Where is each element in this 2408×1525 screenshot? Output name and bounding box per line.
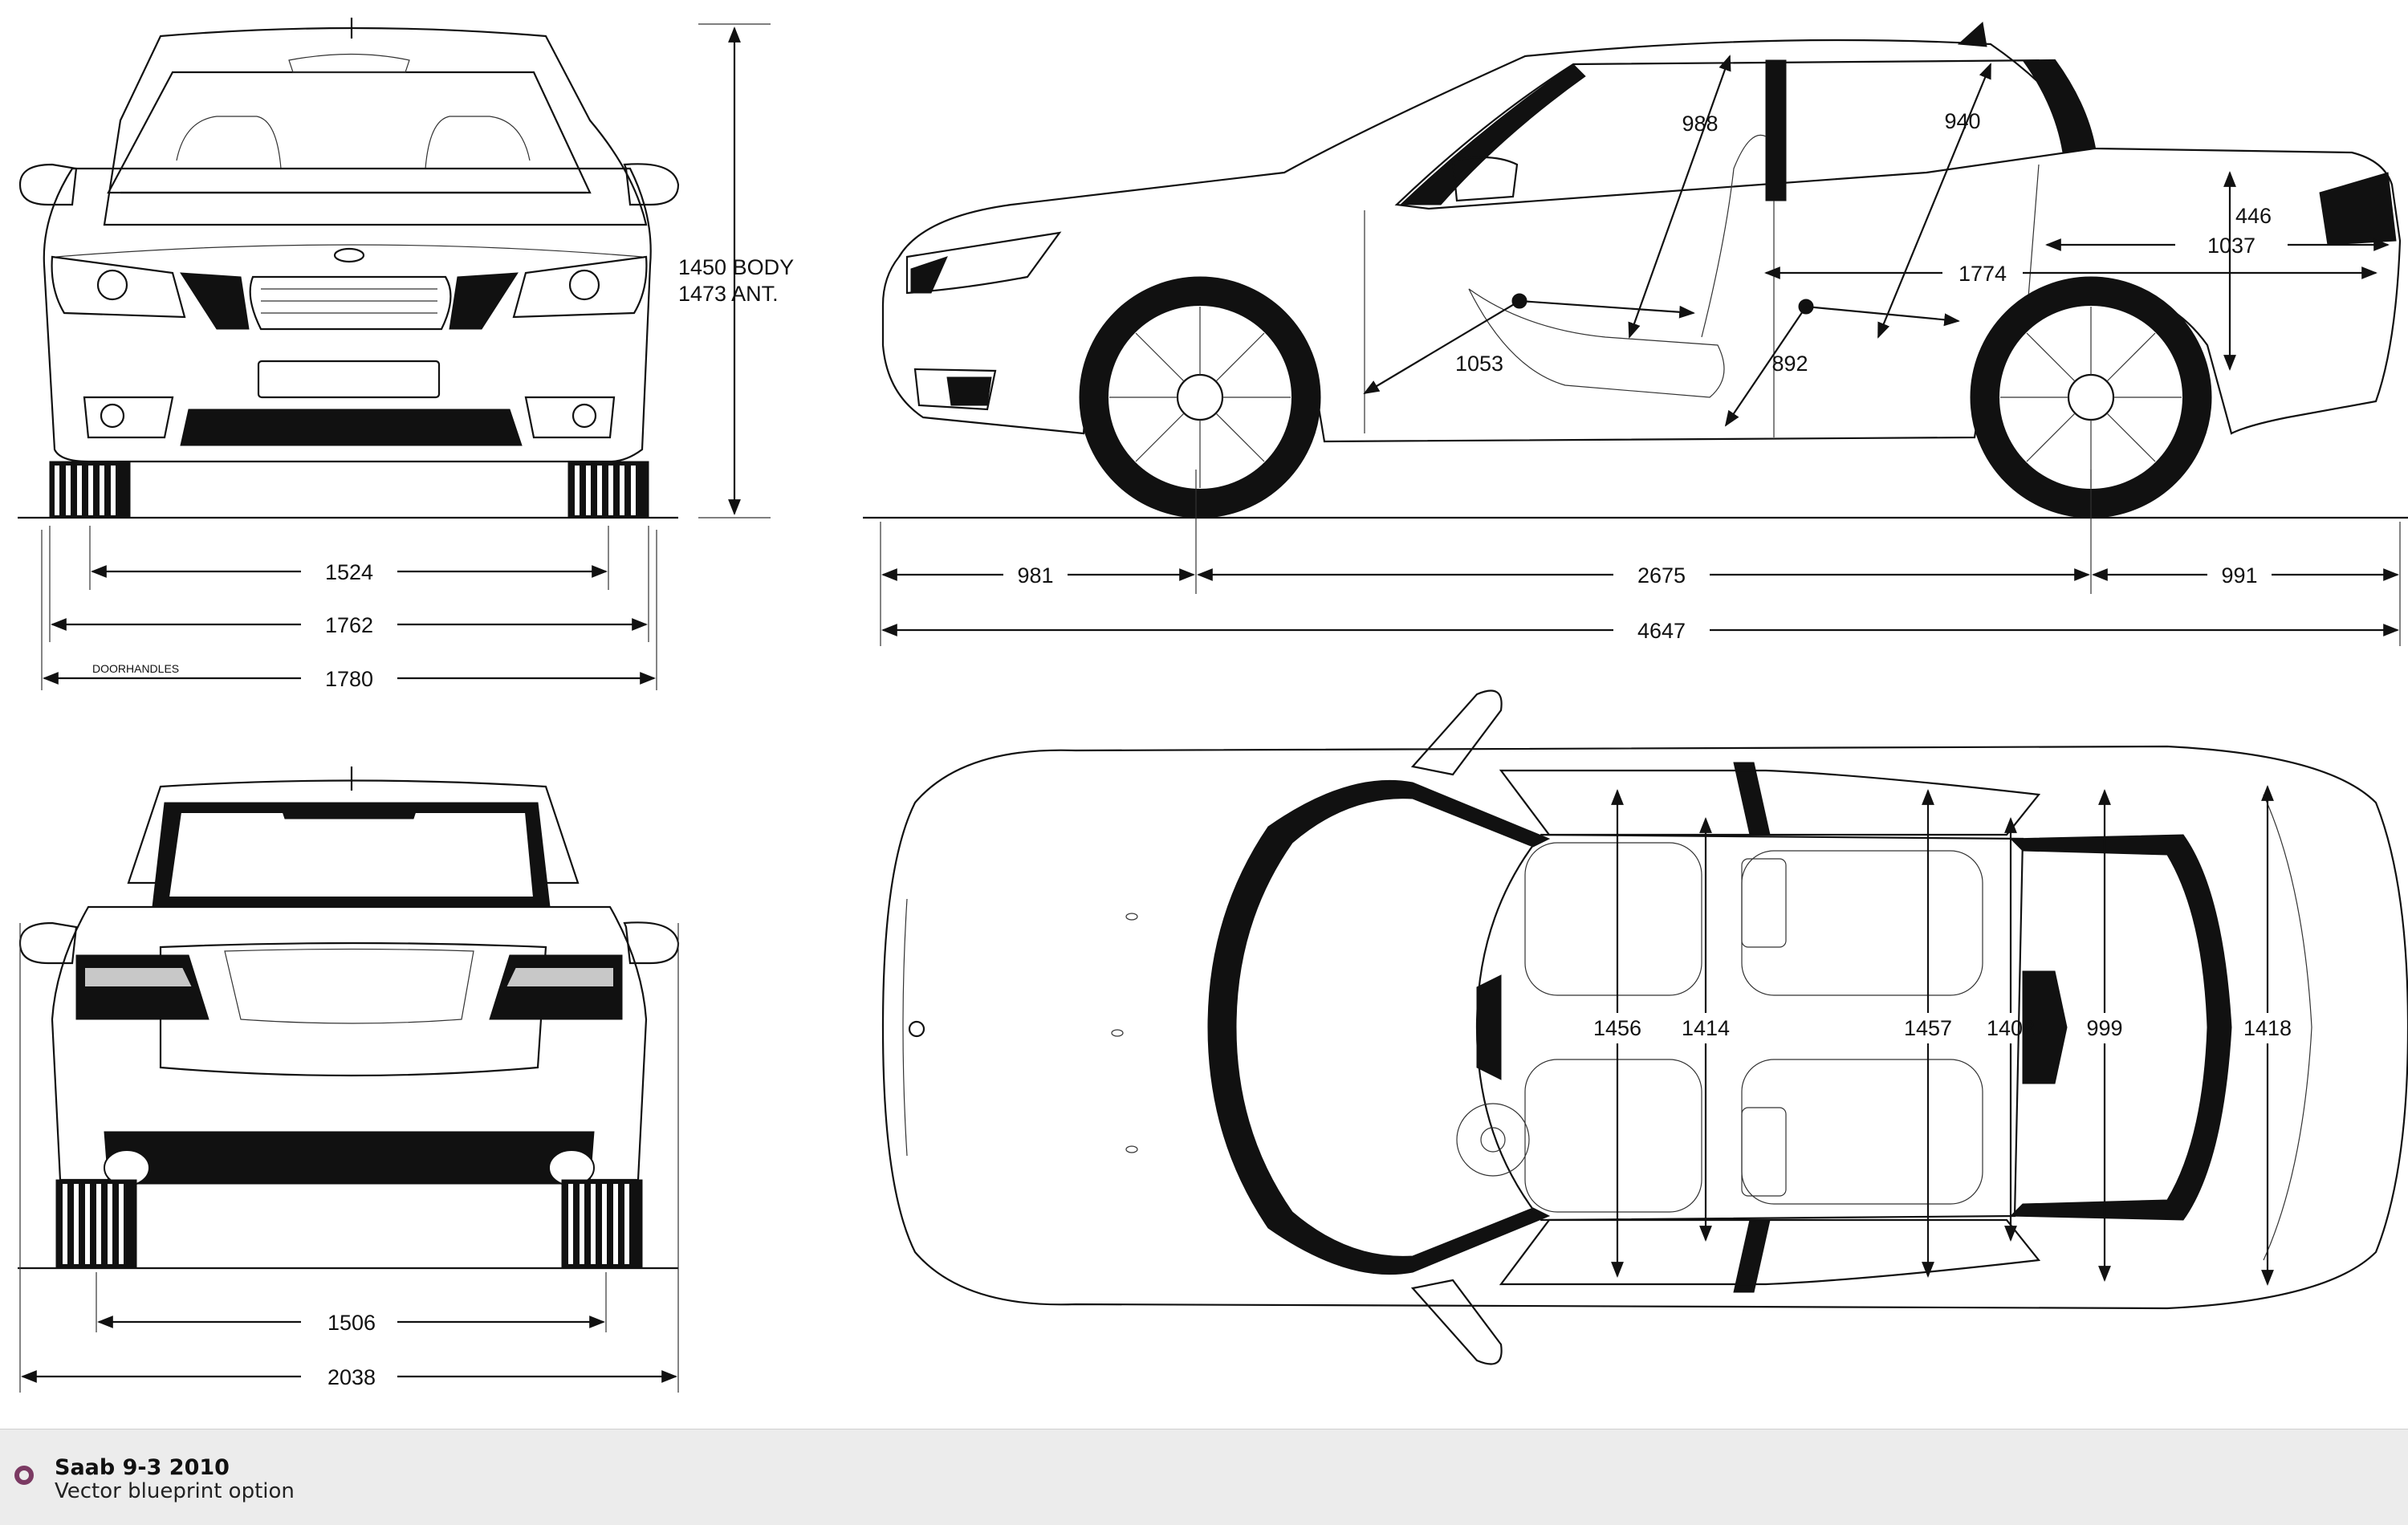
front-height-body: 1450 BODY xyxy=(678,255,794,279)
footer-subtitle: Vector blueprint option xyxy=(55,1479,295,1503)
rear-overhang-label: 991 xyxy=(2221,563,2257,588)
blueprint-drawing: 1450 BODY 1473 ANT. 1524 1762 DOORHANDLE… xyxy=(18,18,2408,1393)
rear-width-label: 2038 xyxy=(327,1365,376,1389)
front-shoulder-room-label: 1456 xyxy=(1593,1016,1641,1040)
wheelbase-label: 2675 xyxy=(1637,563,1686,588)
top-view: 1456 1414 1457 1402 999 1418 xyxy=(881,689,2408,1365)
overall-length-label: 4647 xyxy=(1637,619,1686,643)
doorhandles-label: DOORHANDLES xyxy=(92,662,179,675)
front-overhang-label: 981 xyxy=(1017,563,1053,588)
trunk-width-max-label: 1418 xyxy=(2243,1016,2292,1040)
footer-bar: Saab 9-3 2010 Vector blueprint option xyxy=(0,1429,2408,1525)
front-width-doorhandles-label: 1780 xyxy=(325,667,373,691)
front-track-label: 1524 xyxy=(325,560,373,584)
trunk-length-label: 1037 xyxy=(2207,234,2255,258)
front-height-antenna: 1473 ANT. xyxy=(678,282,779,306)
cargo-length-label: 1774 xyxy=(1959,262,2007,286)
rear-shoulder-room-label: 1457 xyxy=(1904,1016,1952,1040)
side-view: 988 940 1053 892 1774 1037 446 981 2675 … xyxy=(863,22,2408,646)
rear-view: 1506 2038 xyxy=(18,767,680,1393)
circle-logo-icon xyxy=(14,1466,34,1485)
rear-headroom-label: 940 xyxy=(1944,109,1980,133)
front-hip-room-label: 1414 xyxy=(1682,1016,1730,1040)
front-view: 1450 BODY 1473 ANT. 1524 1762 DOORHANDLE… xyxy=(18,18,794,691)
front-headroom-label: 988 xyxy=(1682,112,1718,136)
trunk-width-label: 999 xyxy=(2086,1016,2122,1040)
trunk-height-label: 446 xyxy=(2235,204,2272,228)
rear-hip-room-label: 1402 xyxy=(1987,1016,2035,1040)
rear-legroom-label: 892 xyxy=(1771,352,1808,376)
front-width-label: 1762 xyxy=(325,613,373,637)
rear-track-label: 1506 xyxy=(327,1311,376,1335)
footer-title: Saab 9-3 2010 xyxy=(55,1455,230,1480)
front-legroom-label: 1053 xyxy=(1455,352,1503,376)
